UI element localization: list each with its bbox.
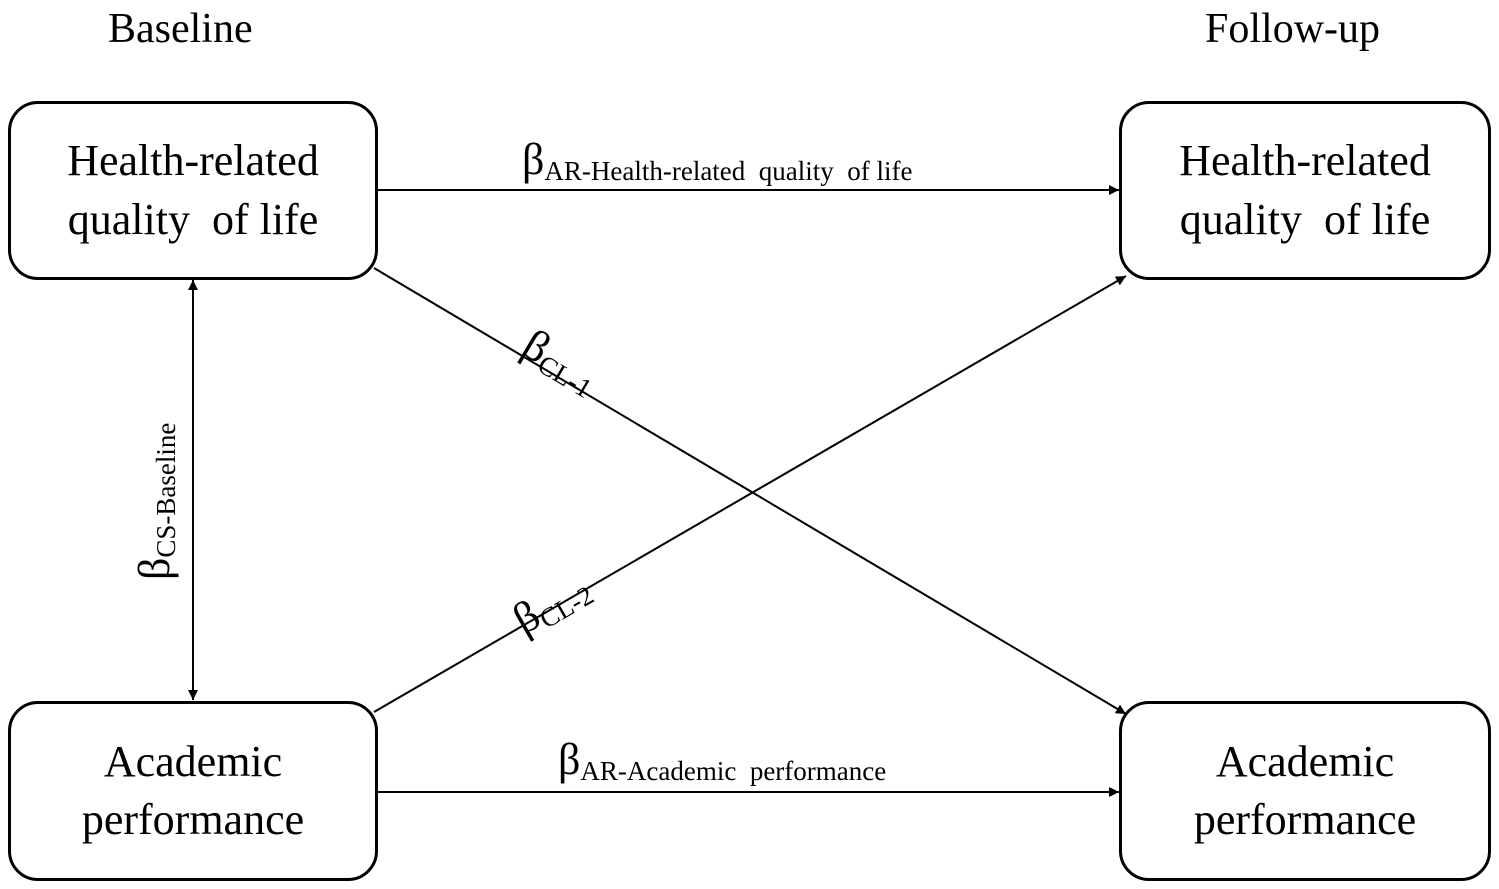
baseline-header: Baseline [108,6,253,52]
arrow-cl2 [373,275,1127,713]
label-ar-hrqol-symbol: β [522,135,545,184]
label-ar-academic: βAR-Academic performance [558,735,886,785]
box-academic-followup-line2: performance [1193,795,1417,844]
label-ar-hrqol: βAR-Health-related quality of life [522,135,913,185]
label-cs-baseline: βCS-Baseline [130,423,181,580]
box-hrqol-followup: Health-related quality of life [1119,101,1491,280]
box-hrqol-followup-line1: Health-related [1179,136,1431,186]
followup-header: Follow-up [1205,6,1381,52]
arrow-cl1 [373,267,1127,715]
label-cs-baseline-symbol: β [130,557,179,580]
box-academic-followup-line1: Academic [1215,736,1395,786]
label-ar-academic-symbol: β [558,735,581,784]
label-cs-baseline-subscript: CS-Baseline [151,422,181,558]
box-academic-baseline-line1: Academic [103,736,283,786]
box-hrqol-baseline-line1: Health-related [67,136,319,186]
box-academic-baseline: Academic performance [8,701,378,881]
box-academic-baseline-line2: performance [81,795,305,844]
box-hrqol-baseline: Health-related quality of life [8,101,378,280]
label-ar-hrqol-subscript: AR-Health-related quality of life [544,156,913,186]
box-hrqol-followup-line2: quality of life [1179,194,1431,244]
box-hrqol-baseline-line2: quality of life [67,194,319,244]
label-ar-academic-subscript: AR-Academic performance [580,756,887,786]
box-academic-followup: Academic performance [1119,701,1491,881]
